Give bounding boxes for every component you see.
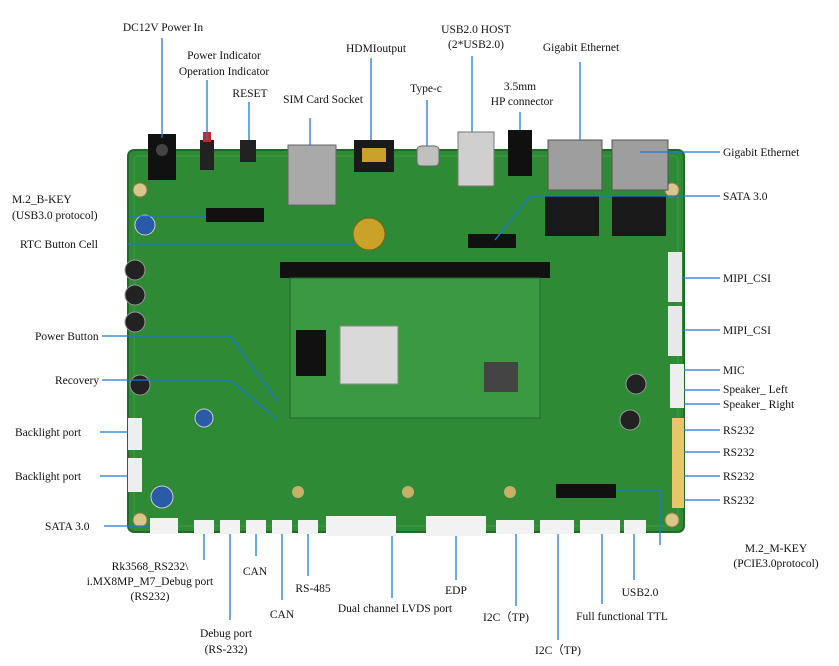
label-reset: RESET [232,88,267,100]
label-debug-line1: Rk3568_RS232\ [112,561,189,573]
label-rs232-4: RS232 [723,495,755,507]
label-mic: MIC [723,365,745,377]
usb2-connector [624,520,646,534]
label-typec: Type-c [410,83,442,95]
label-m2-b-key-protocol: (USB3.0 protocol) [12,210,98,222]
backlight-connector-2 [128,458,142,492]
audio-connector [670,364,684,408]
hdmi-port [354,140,394,172]
leader-lines [100,38,720,640]
label-dc12v: DC12V Power In [123,22,204,34]
bottom-connector [194,520,214,534]
capacitor [124,284,146,306]
label-gbe-right: Gigabit Ethernet [723,147,800,159]
ethernet-port-1 [547,139,603,191]
capacitor [150,485,174,509]
lvds-connector [326,516,396,536]
label-operation-indicator: Operation Indicator [179,66,270,78]
capacitor [134,214,156,236]
label-mipi-1: MIPI_CSI [723,273,771,285]
label-debug-port: Debug port [200,628,253,640]
mipi-connector-1 [668,252,682,302]
sim-socket [287,144,337,206]
label-recovery: Recovery [55,375,99,387]
reset-button [240,140,256,162]
label-m2-m-key-protocol: (PCIE3.0protocol) [733,558,818,570]
ttl-connector [580,520,620,534]
label-rs485: RS-485 [295,583,330,595]
bottom-connector [246,520,266,534]
usb-host-port [457,131,495,187]
bottom-connector [220,520,240,534]
label-hp-connector: HP connector [491,96,554,108]
label-i2c-1: I2C（TP) [483,611,529,624]
label-can-1: CAN [243,566,268,578]
transformer-1 [545,196,599,236]
m2-b-key-slot [206,208,264,222]
typec-port [416,145,440,167]
label-speaker-right: Speaker_ Right [723,399,795,411]
rtc-cell [352,217,386,251]
sata-port-top [468,234,516,248]
label-power-indicator: Power Indicator [187,50,261,62]
m2-m-key-slot [556,484,616,498]
label-rtc: RTC Button Cell [20,239,98,251]
capacitor [194,408,214,428]
label-sata-left: SATA 3.0 [45,521,90,533]
label-backlight-2: Backlight port [15,471,82,483]
label-power-button: Power Button [35,331,99,343]
label-sim: SIM Card Socket [283,94,364,106]
i2c-connector [496,520,534,534]
capacitor [619,409,641,431]
mipi-connector-2 [668,306,682,356]
capacitor [124,259,146,281]
label-debug-line3: (RS232) [131,591,170,603]
bottom-connector [272,520,292,534]
label-can-2: CAN [270,609,295,621]
label-usb-host-count: (2*USB2.0) [448,39,504,51]
transformer-2 [612,196,666,236]
label-lvds: Dual channel LVDS port [338,603,453,615]
label-rs232-3: RS232 [723,471,755,483]
label-usb-host: USB2.0 HOST [441,24,511,36]
label-hp-size: 3.5mm [504,81,536,93]
label-rs232-1: RS232 [723,425,755,437]
ethernet-port-2 [611,139,669,191]
label-m2-b-key: M.2_B-KEY [12,194,72,206]
label-speaker-left: Speaker_ Left [723,384,789,396]
hp-jack [508,130,532,176]
label-mipi-2: MIPI_CSI [723,325,771,337]
label-i2c-2: I2C（TP) [535,644,581,657]
label-rs232-2: RS232 [723,447,755,459]
label-usb2: USB2.0 [622,587,659,599]
som-module [280,262,550,419]
label-edp: EDP [445,585,467,597]
label-debug-port-protocol: (RS-232) [205,644,248,656]
bottom-connector [298,520,318,534]
capacitor [625,373,647,395]
edp-connector [426,516,486,536]
label-gbe-top: Gigabit Ethernet [543,42,620,54]
rs232-connector [672,418,684,508]
label-backlight-1: Backlight port [15,427,82,439]
dc-jack [148,134,176,180]
i2c-connector [540,520,574,534]
backlight-connector-1 [128,418,142,450]
label-ttl: Full functional TTL [576,611,668,623]
label-sata-right: SATA 3.0 [723,191,768,203]
label-m2-m-key: M.2_M-KEY [745,543,808,555]
label-hdmi: HDMIoutput [346,43,407,55]
capacitor [124,311,146,333]
capacitor [129,374,151,396]
sata-port-bottom [150,518,178,534]
label-debug-line2: i.MX8MP_M7_Debug port [87,576,214,588]
